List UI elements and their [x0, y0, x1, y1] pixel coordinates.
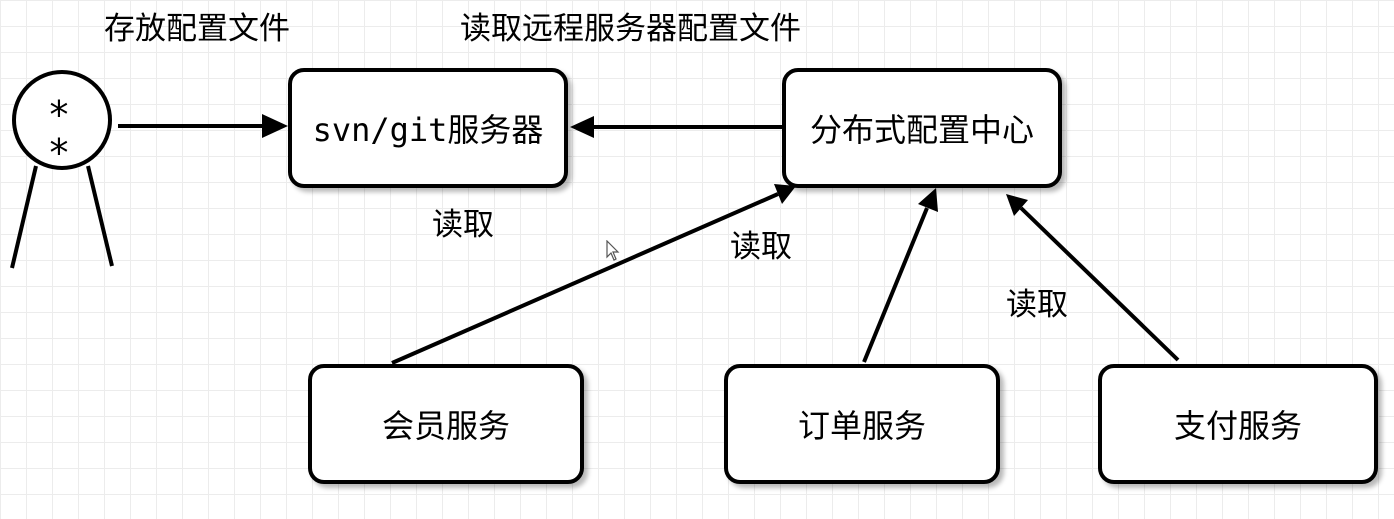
- node-svn-git-server-label: svn/git服务器: [312, 111, 544, 149]
- node-config-center-label: 分布式配置中心: [809, 111, 1034, 149]
- node-order-service[interactable]: 订单服务: [724, 364, 1000, 484]
- arrow-payment-to-config: [1019, 206, 1180, 362]
- node-order-service-label: 订单服务: [797, 407, 926, 445]
- actor-head: [12, 70, 112, 170]
- node-svn-git-server[interactable]: svn/git服务器: [288, 68, 568, 188]
- arrow-order-to-config: [862, 207, 929, 363]
- mouse-pointer-icon: [606, 240, 620, 261]
- node-payment-service[interactable]: 支付服务: [1098, 364, 1378, 484]
- node-payment-service-label: 支付服务: [1173, 407, 1302, 445]
- label-read-payment: 读取: [1006, 287, 1068, 323]
- arrowhead-svn-in: [262, 114, 288, 138]
- arrowhead-config-from-payment: [1006, 194, 1028, 216]
- node-config-center[interactable]: 分布式配置中心: [782, 68, 1062, 188]
- actor-right-leg: [86, 165, 114, 267]
- node-member-service-label: 会员服务: [381, 407, 510, 445]
- actor-face: * *: [47, 93, 77, 175]
- arrowhead-svn-right: [570, 116, 594, 138]
- label-read-remote-config: 读取远程服务器配置文件: [460, 11, 801, 47]
- label-read-member: 读取: [730, 229, 792, 265]
- arrow-member-to-config: [391, 192, 779, 365]
- node-member-service[interactable]: 会员服务: [308, 364, 584, 484]
- label-store-config: 存放配置文件: [104, 11, 290, 47]
- arrowhead-config-from-member: [774, 184, 796, 204]
- label-read-svn: 读取: [432, 207, 494, 243]
- actor-left-leg: [10, 165, 38, 269]
- arrowhead-config-from-order: [918, 188, 938, 212]
